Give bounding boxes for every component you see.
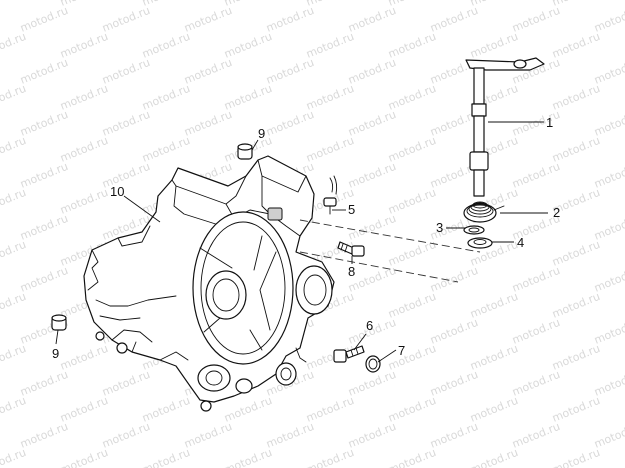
leader-7 [377, 349, 397, 363]
callout-1: 1 [546, 115, 553, 130]
leader-6 [353, 333, 367, 351]
bolt-part-8 [337, 241, 365, 257]
assembly-line [299, 219, 481, 253]
dowel-pin-bottom [51, 314, 67, 331]
assembly-line-2 [299, 251, 459, 283]
callout-9-top: 9 [258, 126, 265, 141]
callout-6: 6 [366, 318, 373, 333]
clip-part-5 [323, 175, 338, 215]
spring-part-2 [463, 201, 505, 223]
leader-9a [251, 139, 259, 151]
callout-9-bottom: 9 [52, 346, 59, 361]
callout-2: 2 [553, 205, 560, 220]
leader-10 [123, 195, 161, 223]
washer-part-7 [365, 355, 381, 373]
crankcase-half [83, 155, 335, 412]
callout-10: 10 [110, 184, 124, 199]
callout-7: 7 [398, 343, 405, 358]
callout-5: 5 [348, 202, 355, 217]
callout-8: 8 [348, 264, 355, 279]
washer-part-3 [463, 225, 485, 235]
callout-4: 4 [517, 235, 524, 250]
callout-3: 3 [436, 220, 443, 235]
washer-part-4 [467, 237, 493, 249]
kickstart-shaft [465, 57, 545, 197]
leader-9b [55, 329, 59, 345]
bolt-part-6 [333, 345, 365, 363]
dowel-pin-top [237, 143, 253, 160]
